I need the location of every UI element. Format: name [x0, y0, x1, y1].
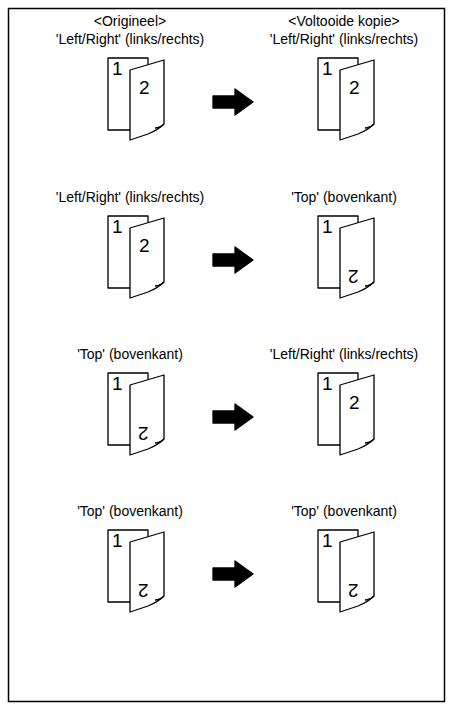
caption-label: 'Top' (bovenkant)	[291, 503, 397, 519]
page-number: 2	[138, 423, 149, 443]
page-number: 2	[139, 236, 150, 256]
caption-label: <Origineel>	[94, 13, 166, 29]
page-number: 1	[322, 59, 333, 79]
arrow	[213, 561, 253, 587]
caption-label: <Voltooide kopie>	[288, 13, 399, 29]
page-curl	[155, 124, 164, 128]
page-number: 2	[139, 78, 150, 98]
page-number: 2	[138, 580, 149, 600]
front-page	[130, 532, 164, 612]
caption-label: 'Left/Right' (links/rechts)	[270, 346, 419, 362]
page-number: 1	[322, 531, 333, 551]
page-curl	[155, 282, 164, 286]
caption-label: 'Left/Right' (links/rechts)	[56, 31, 205, 47]
page-curl	[365, 596, 374, 600]
page-number: 1	[322, 374, 333, 394]
caption-label: 'Top' (bovenkant)	[77, 346, 183, 362]
page-curl	[365, 124, 374, 128]
front-page	[340, 375, 374, 455]
caption-label: 'Top' (bovenkant)	[77, 503, 183, 519]
page-number: 2	[349, 393, 360, 413]
page-number: 1	[112, 374, 123, 394]
caption-label: 'Left/Right' (links/rechts)	[270, 31, 419, 47]
arrow	[213, 247, 253, 273]
page-curl	[365, 439, 374, 443]
page-curl	[155, 596, 164, 600]
front-page	[130, 60, 164, 140]
page-number: 1	[322, 217, 333, 237]
front-page	[340, 60, 374, 140]
page-number: 2	[348, 580, 359, 600]
caption-label: 'Top' (bovenkant)	[291, 189, 397, 205]
front-page	[340, 532, 374, 612]
front-page	[340, 218, 374, 298]
page-number: 2	[349, 78, 360, 98]
caption-label: 'Left/Right' (links/rechts)	[56, 189, 205, 205]
page-number: 2	[348, 266, 359, 286]
arrow	[213, 89, 253, 115]
page-curl	[365, 282, 374, 286]
page-number: 1	[112, 531, 123, 551]
page-number: 1	[112, 217, 123, 237]
frame	[9, 9, 445, 702]
front-page	[130, 375, 164, 455]
front-page	[130, 218, 164, 298]
page-number: 1	[112, 59, 123, 79]
arrow	[213, 404, 253, 430]
page-curl	[155, 439, 164, 443]
